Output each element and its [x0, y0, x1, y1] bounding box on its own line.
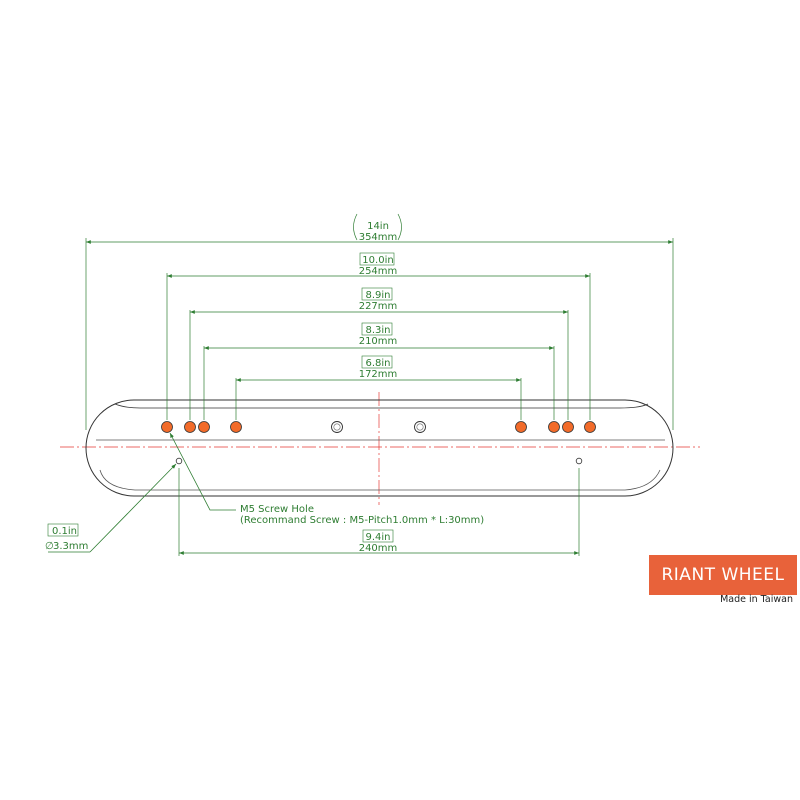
second-holes-mm-label: 227mm: [359, 301, 398, 312]
outer-holes-inch-label: 10.0in: [362, 255, 393, 266]
screw-hole: [198, 421, 210, 433]
plain-hole-inner: [333, 423, 341, 431]
small-hole-leader: [89, 463, 177, 553]
overall-paren-right: [397, 213, 402, 241]
outer-holes-mm-label: 254mm: [359, 266, 398, 277]
small-hole: [175, 457, 183, 465]
plain-hole: [331, 421, 343, 433]
lower-holes-mm-label: 240mm: [359, 543, 398, 554]
plain-hole: [414, 421, 426, 433]
screw-hole: [584, 421, 596, 433]
screw-hole-detail: (Recommand Screw : M5-Pitch1.0mm * L:30m…: [240, 515, 484, 526]
small-hole-mm-label: 3.3mm: [53, 541, 88, 552]
brand-tagline: Made in Taiwan: [720, 594, 793, 605]
bar-bottom-edge: [99, 469, 661, 491]
small-hole: [575, 457, 583, 465]
lower-holes-inch-label: 9.4in: [365, 532, 390, 543]
overall-inch-label: 14in: [367, 221, 389, 232]
overall-paren-left: [353, 213, 358, 241]
bar-body-outline: [85, 399, 674, 497]
inner-holes-inch-box: [361, 355, 393, 369]
screw-hole-leader: [169, 432, 236, 511]
overall-mm-label: 354mm: [359, 232, 398, 243]
small-hole-inch-box: [47, 523, 79, 537]
inner-holes-mm-label: 172mm: [359, 369, 398, 380]
screw-hole: [230, 421, 242, 433]
bar-top-edge: [114, 403, 649, 409]
lower-holes-inch-box: [362, 529, 394, 543]
third-holes-inch-label: 8.3in: [365, 325, 390, 336]
third-holes-mm-label: 210mm: [359, 336, 398, 347]
brand-logo: RIANT WHEEL: [649, 555, 797, 595]
plain-hole-inner: [416, 423, 424, 431]
screw-hole: [562, 421, 574, 433]
second-holes-inch-label: 8.9in: [365, 290, 390, 301]
outer-holes-inch-box: [359, 252, 395, 266]
screw-hole: [548, 421, 560, 433]
screw-hole: [184, 421, 196, 433]
third-holes-inch-box: [361, 322, 393, 336]
second-holes-inch-box: [361, 287, 393, 301]
small-hole-inch-label: 0.1in: [52, 526, 77, 537]
small-hole-diameter-symbol: ∅: [45, 541, 54, 552]
screw-hole: [515, 421, 527, 433]
screw-hole-title: M5 Screw Hole: [240, 504, 314, 515]
screw-hole: [161, 421, 173, 433]
inner-holes-inch-label: 6.8in: [365, 358, 390, 369]
